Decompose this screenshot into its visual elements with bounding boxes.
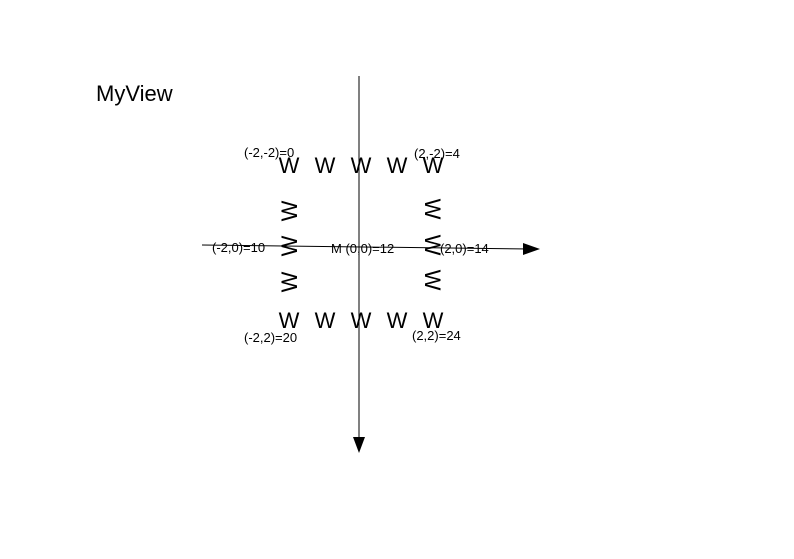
wall-bottom-2: W — [314, 308, 336, 333]
wall-top-4: W — [386, 153, 408, 178]
cell-label-bottom-left: (-2,2)=20 — [244, 330, 298, 345]
wall-left-1: W — [277, 200, 302, 222]
view-title: MyView — [96, 81, 173, 106]
wall-bottom-4: W — [386, 308, 408, 333]
cell-label-mid-right: (2,0)=14 — [440, 241, 489, 256]
x-axis-arrow — [523, 243, 540, 255]
cell-label-bottom-right: (2,2)=24 — [412, 328, 461, 343]
wall-left-3: W — [277, 271, 302, 293]
cell-label-top-left: (-2,-2)=0 — [244, 145, 295, 160]
wall-top-1: W — [278, 153, 300, 178]
x-axis-line — [201, 244, 531, 250]
cell-label-top-right: (2,-2)=4 — [414, 146, 460, 161]
wall-top-5: W — [422, 153, 444, 178]
wall-right-3: W — [420, 269, 445, 291]
wall-bottom-1: W — [278, 308, 300, 333]
wall-left-2: W — [277, 235, 302, 257]
wall-top-2: W — [314, 153, 336, 178]
y-axis-arrow — [353, 437, 365, 453]
cell-label-center: M (0,0)=12 — [331, 241, 395, 256]
wall-bottom-5: W — [422, 308, 444, 333]
wall-bottom-3: W — [350, 308, 372, 333]
cell-label-mid-left: (-2,0)=10 — [212, 240, 266, 255]
wall-top-3: W — [350, 153, 372, 178]
wall-right-1: W — [420, 198, 445, 220]
